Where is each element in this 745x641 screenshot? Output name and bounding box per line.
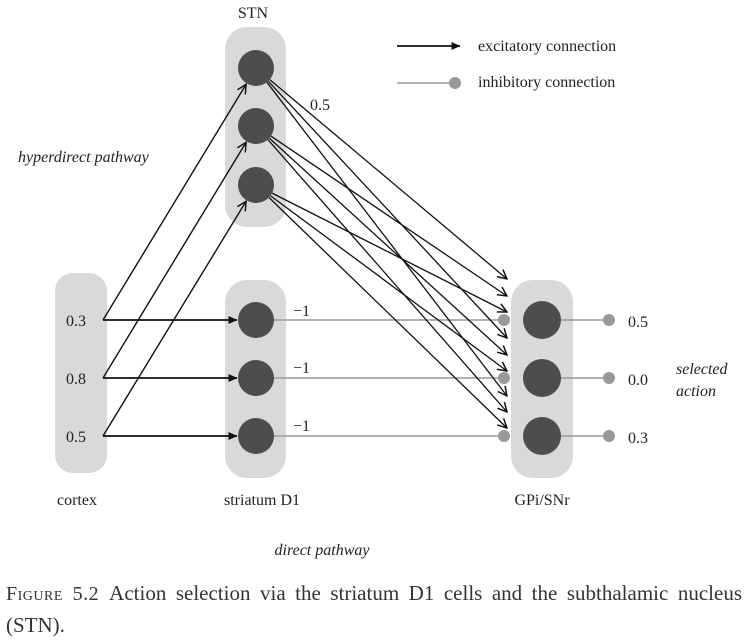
stn-gpi-connection (267, 80, 507, 338)
stn-node (238, 167, 274, 203)
cortex-value: 0.8 (66, 371, 86, 388)
inhibitory-terminal (498, 314, 510, 326)
stn-node (238, 50, 274, 86)
striatum-weight-label: −1 (293, 303, 310, 320)
stn-gpi-connection (271, 192, 507, 312)
striatum-node (238, 360, 274, 396)
hyperdirect-connection (102, 201, 246, 437)
inhibitory-terminal (498, 430, 510, 442)
cortex-value: 0.3 (66, 313, 86, 330)
hyperdirect-pathway-label: hyperdirect pathway (18, 149, 150, 166)
legend-inhibitory-dot (449, 77, 461, 89)
gpi-label: GPi/SNr (514, 492, 570, 509)
stn-weight-label: 0.5 (310, 97, 330, 114)
output-value: 0.5 (628, 314, 648, 331)
neuron-nodes (238, 50, 561, 455)
gpi-node (523, 417, 561, 455)
stn-label: STN (238, 5, 269, 22)
striatum-node (238, 418, 274, 454)
striatum-weight-label: −1 (293, 360, 310, 377)
hyperdirect-connection (102, 142, 246, 379)
output-terminal (603, 430, 615, 442)
output-value: 0.3 (628, 430, 648, 447)
direct-pathway-label: direct pathway (275, 542, 371, 559)
selected-action-label: selected (676, 361, 729, 378)
cortex-label: cortex (57, 492, 97, 509)
inhibitory-terminal (498, 372, 510, 384)
cortex-value: 0.5 (66, 429, 86, 446)
output-terminal (603, 372, 615, 384)
striatum-label: striatum D1 (224, 492, 300, 509)
basal-ganglia-diagram: excitatory connection inhibitory connect… (18, 5, 729, 559)
inhibitory-connections (274, 314, 615, 442)
stn-gpi-connection (268, 197, 507, 428)
stn-gpi-connection (269, 79, 507, 279)
gpi-node (523, 359, 561, 397)
hyperdirect-connection (102, 84, 246, 321)
cortex-group-box (55, 273, 107, 473)
striatum-node (238, 302, 274, 338)
stn-gpi-connection (268, 137, 507, 355)
stn-gpi-connection (266, 81, 507, 396)
caption-text: Action selection via the striatum D1 cel… (6, 581, 742, 637)
output-value: 0.0 (628, 372, 648, 389)
legend-excitatory-label: excitatory connection (478, 38, 616, 55)
selected-action-label: action (676, 383, 716, 400)
figure-label: Figure 5.2 (6, 583, 100, 605)
gpi-node (523, 301, 561, 339)
stn-node (238, 108, 274, 144)
stn-gpi-connection (270, 195, 507, 371)
legend-inhibitory-label: inhibitory connection (478, 74, 615, 91)
striatum-weight-label: −1 (293, 418, 310, 435)
stn-gpi-connection (270, 135, 507, 296)
excitatory-connections (102, 79, 507, 441)
legend: excitatory connection inhibitory connect… (397, 38, 616, 91)
output-terminal (603, 314, 615, 326)
stn-gpi-connection (267, 139, 507, 412)
